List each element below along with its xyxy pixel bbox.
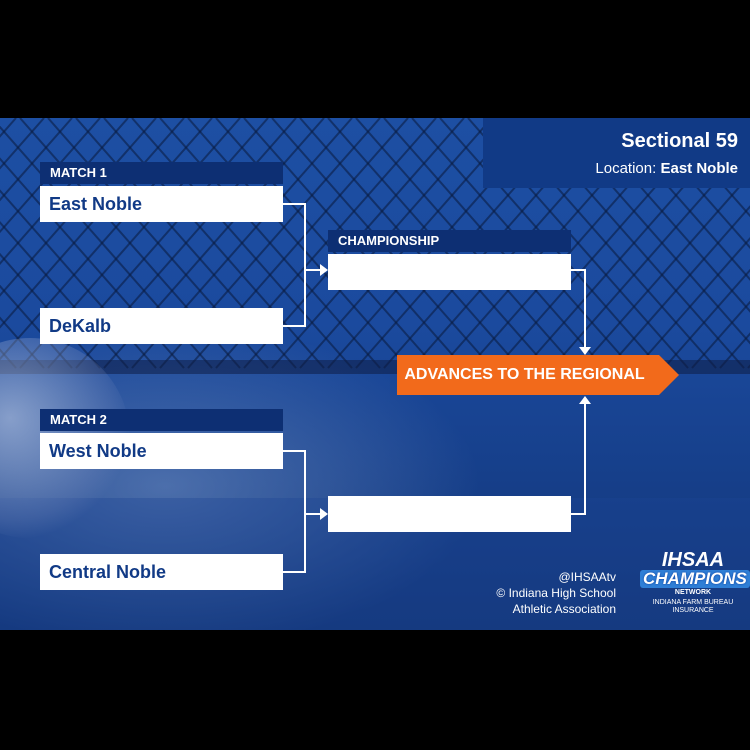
logo-ihsaa-text: IHSAA — [661, 549, 725, 571]
copyright-line2: Athletic Association — [512, 602, 616, 616]
location-label: Location: — [595, 160, 657, 177]
match2-team-bottom: Central Noble — [40, 554, 283, 590]
sectional-title: Sectional 59 — [621, 130, 738, 152]
match2-team-top: West Noble — [40, 433, 283, 469]
logo-champions-text: CHAMPIONS — [640, 570, 750, 588]
twitter-handle: @IHSAAtv — [558, 570, 616, 584]
ihsaa-champions-network-logo: IHSAA CHAMPIONS NETWORK INDIANA FARM BUR… — [640, 549, 750, 620]
match1-team-top: East Noble — [40, 186, 283, 222]
match1-team-bottom: DeKalb — [40, 308, 283, 344]
credits-block: @IHSAAtv © Indiana High School Athletic … — [496, 569, 616, 617]
advance-text: ADVANCES TO THE REGIONAL — [404, 366, 645, 383]
graphic-stage: Sectional 59 Location: East Noble MATCH … — [0, 118, 750, 630]
location-line: Location: East Noble — [595, 160, 738, 177]
championship-slot-bottom — [328, 496, 571, 532]
location-value: East Noble — [660, 160, 738, 177]
match1-label: MATCH 1 — [40, 162, 283, 184]
advance-arrow-shape — [397, 355, 679, 395]
match2-label: MATCH 2 — [40, 409, 283, 431]
header-panel: Sectional 59 Location: East Noble — [483, 118, 750, 188]
logo-sponsor-text: INDIANA FARM BUREAU INSURANCE — [652, 599, 734, 614]
logo-network-text: NETWORK — [674, 589, 712, 596]
championship-slot-top — [328, 254, 571, 290]
copyright-line1: © Indiana High School — [496, 586, 616, 600]
advance-arrow-banner: ADVANCES TO THE REGIONAL — [397, 355, 679, 395]
championship-label: CHAMPIONSHIP — [328, 230, 571, 252]
